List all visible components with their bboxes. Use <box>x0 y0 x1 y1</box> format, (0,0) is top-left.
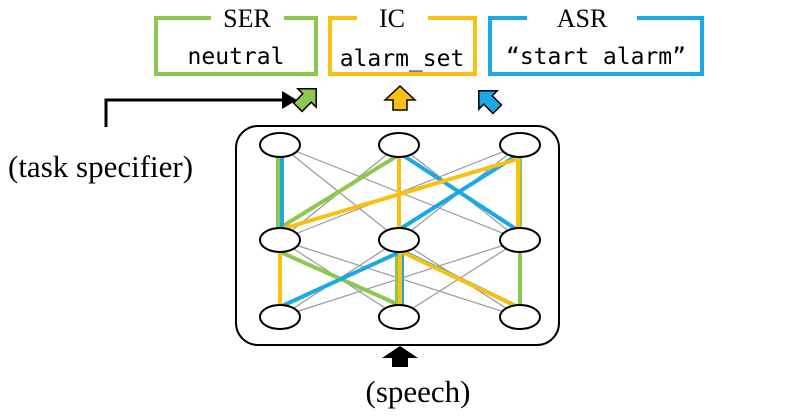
node-top-left <box>259 132 301 158</box>
network-nodes <box>259 132 541 330</box>
asr-box-frame <box>488 16 704 76</box>
ser-label: SER <box>223 4 271 33</box>
asr-output-arrow <box>478 90 503 115</box>
node-top-right <box>499 132 541 158</box>
network-frame <box>235 125 560 346</box>
task-specifier-label: (task specifier) <box>8 149 193 184</box>
ic-output-arrow <box>383 84 417 111</box>
ic-label: IC <box>379 4 405 33</box>
node-bottom-right <box>499 304 541 330</box>
asr-value: “start alarm” <box>506 44 686 70</box>
asr-output-box: ASR “start alarm” <box>488 4 704 76</box>
task-specifier-arrow <box>104 91 297 127</box>
ic-path <box>278 156 520 308</box>
node-middle-center <box>378 227 420 253</box>
ser-value: neutral <box>188 44 285 70</box>
ser-output-box: SER neutral <box>154 4 318 76</box>
node-middle-left <box>259 227 301 253</box>
speech-label: (speech) <box>366 374 471 409</box>
speech-input-arrow <box>382 346 418 367</box>
ser-path <box>276 154 522 306</box>
node-bottom-center <box>378 304 420 330</box>
asr-label: ASR <box>557 4 608 33</box>
ic-box-frame <box>328 16 477 76</box>
node-middle-right <box>499 227 541 253</box>
ic-value: alarm_set <box>340 46 465 72</box>
ic-output-box: IC alarm_set <box>328 4 477 76</box>
node-top-center <box>378 132 420 158</box>
ser-output-arrow <box>292 88 317 113</box>
ser-box-frame <box>154 16 318 76</box>
node-bottom-left <box>259 304 301 330</box>
